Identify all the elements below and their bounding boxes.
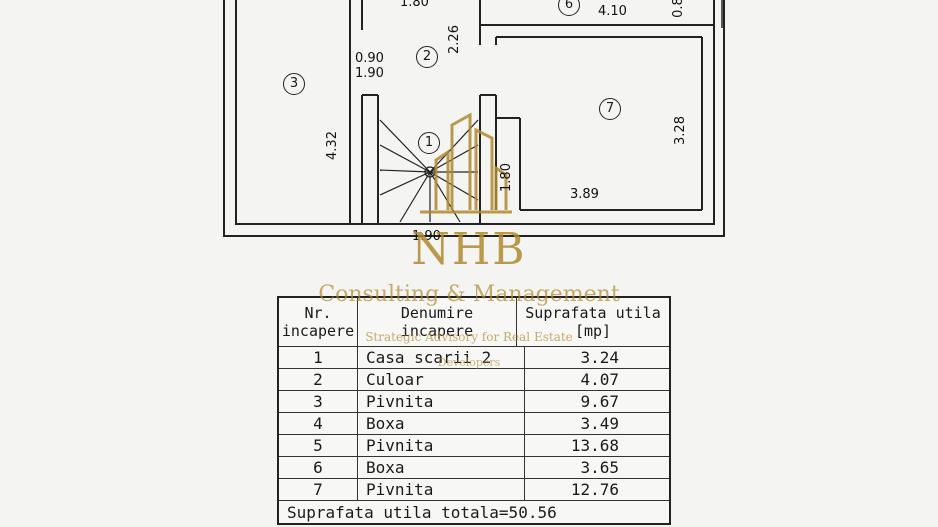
row-nr: 6 [279,457,358,478]
header-unit-label: [mp] [574,322,612,340]
table-row: 4 Boxa 3.49 [279,413,669,435]
room-number-2: 2 [416,46,438,68]
watermark-subline-2: Developers [437,356,501,369]
watermark-subline: Strategic Advisory for Real Estate [365,330,573,344]
dim-2-26: 2.26 [446,25,462,54]
room-number-3: 3 [283,73,305,95]
row-area: 13.68 [570,436,619,455]
table-row: 6 Boxa 3.65 [279,457,669,479]
row-name: Pivnita [358,479,525,500]
header-denumire-label: Denumire [400,304,474,322]
dim-3-28: 3.28 [672,116,688,145]
dim-1-90: 1.90 [355,66,384,81]
table-row: 7 Pivnita 12.76 [279,479,669,501]
row-name: Culoar [358,369,525,390]
watermark-tagline: Consulting & Management [318,282,620,307]
table-header: Nr. incapere Denumire incapere Suprafata… [279,298,669,347]
row-area: 4.07 [580,370,619,389]
table-row: 2 Culoar 4.07 [279,369,669,391]
watermark-logo-icon [420,112,512,214]
dim-top-4-10: 4.10 [598,4,627,19]
dim-3-89: 3.89 [570,187,599,202]
row-name: Pivnita [358,435,525,456]
row-nr: 4 [279,413,358,434]
dim-1-90-bottom: 1.90 [412,229,441,244]
room-number-1: 1 [418,132,440,154]
dim-4-32: 4.32 [324,131,340,160]
row-name: Boxa [358,457,525,478]
table-row: 1 Casa scarii 2 3.24 [279,347,669,369]
row-nr: 3 [279,391,358,412]
dim-1-80: 1.80 [498,163,514,192]
room-number-6: 6 [558,0,580,16]
row-name: Boxa [358,413,525,434]
header-suprafata-label: Suprafata utila [525,304,661,322]
watermark-brand: NHB [411,224,527,275]
dim-0-90: 0.90 [355,51,384,66]
room-number-7: 7 [599,98,621,120]
header-nr-label: Nr. [304,304,332,322]
outer-wall [223,0,725,237]
row-area: 3.24 [580,348,619,367]
row-nr: 1 [279,347,358,368]
row-area: 3.65 [580,458,619,477]
row-nr: 2 [279,369,358,390]
row-area: 9.67 [580,392,619,411]
row-name: Casa scarii 2 [358,347,525,368]
row-name: Pivnita [358,391,525,412]
row-area: 3.49 [580,414,619,433]
header-incapere-label: incapere [281,322,355,340]
row-area: 12.76 [570,480,619,499]
table-row: 5 Pivnita 13.68 [279,435,669,457]
table-row: 3 Pivnita 9.67 [279,391,669,413]
total-area-row: Suprafata utila totala=50.56 [287,502,557,522]
dim-top-0-8: 0.8 [670,0,686,18]
area-table: Nr. incapere Denumire incapere Suprafata… [277,296,671,525]
header-denumire-sub-label: incapere [400,322,474,340]
dim-top-1-80: 1.80 [400,0,429,10]
row-nr: 7 [279,479,358,500]
row-nr: 5 [279,435,358,456]
